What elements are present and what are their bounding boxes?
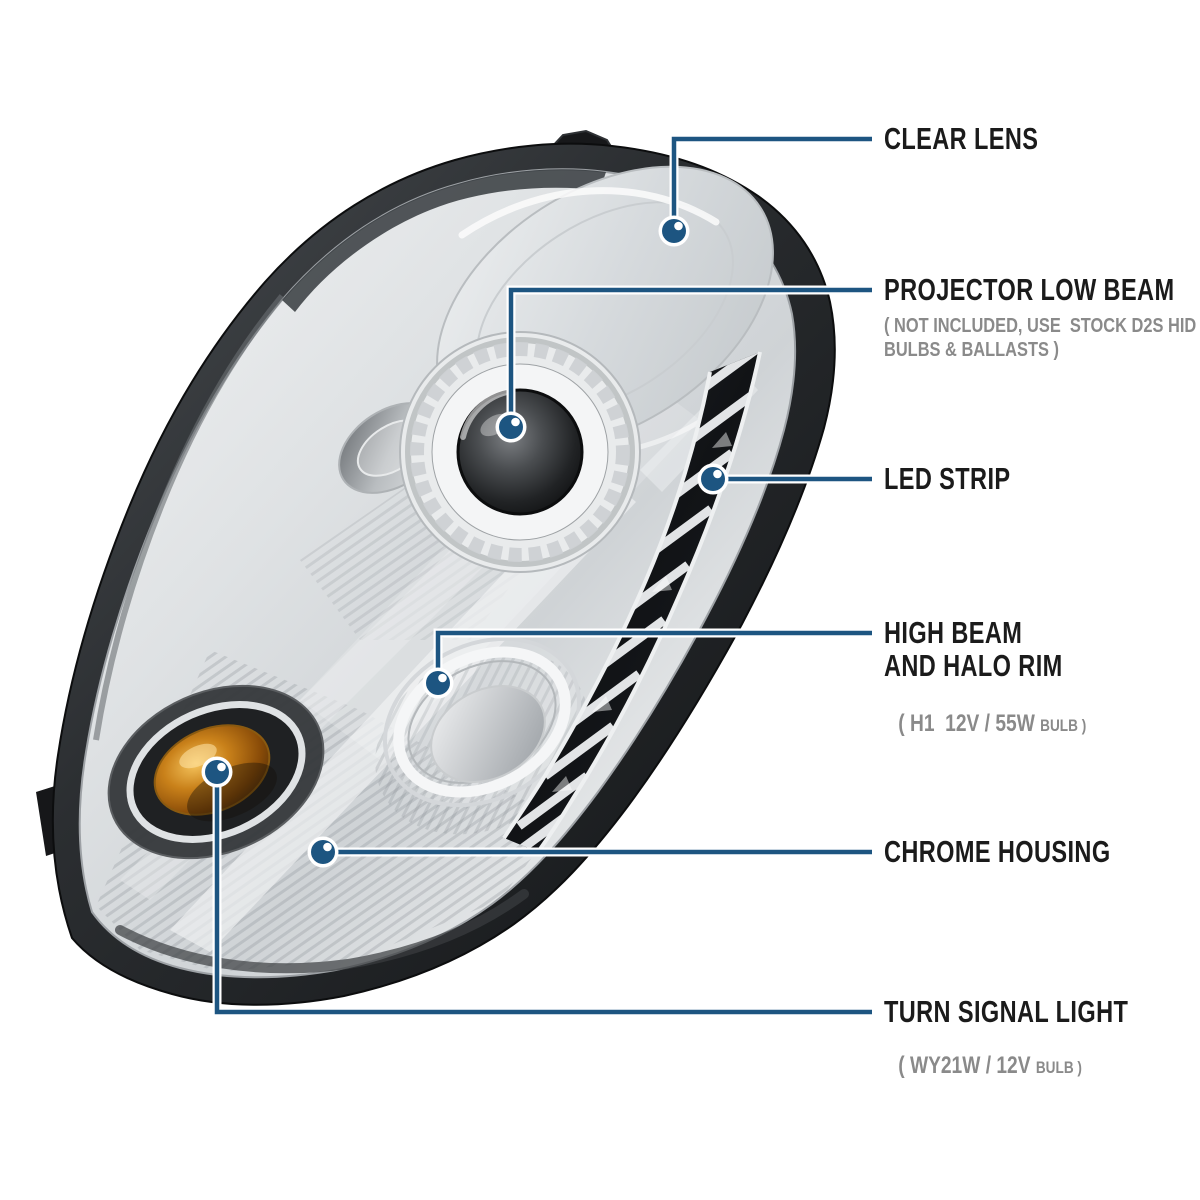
high-beam-sub: ( H1 12V / 55W BULB ) xyxy=(884,692,1086,756)
callout-marker-led-strip xyxy=(697,463,729,495)
callout-markers xyxy=(201,215,729,868)
callout-marker-high-beam xyxy=(422,667,454,699)
callout-label-projector-low-beam: PROJECTOR LOW BEAM ( NOT INCLUDED, USE S… xyxy=(884,273,1200,362)
bottom-rim-shadow xyxy=(115,889,529,974)
callout-label-clear-lens: CLEAR LENS xyxy=(884,122,1087,155)
turn-signal-title: TURN SIGNAL LIGHT xyxy=(884,994,1129,1029)
callout-marker-projector-low-beam xyxy=(495,411,527,443)
callout-label-led-strip: LED STRIP xyxy=(884,462,1050,495)
callout-marker-chrome-housing xyxy=(307,836,339,868)
projector-low-beam xyxy=(399,331,641,573)
callout-marker-turn-signal xyxy=(201,756,233,788)
callout-line-projector-low-beam xyxy=(506,285,872,427)
callout-marker-clear-lens xyxy=(658,215,690,247)
callout-leader-lines xyxy=(212,134,872,1017)
callout-line-high-beam xyxy=(433,628,872,683)
turn-signal-sub-bulb: BULB ) xyxy=(1035,1058,1082,1077)
turn-signal-sub-main: ( WY21W / 12V xyxy=(898,1052,1036,1079)
high-beam-title-line1: HIGH BEAM xyxy=(884,615,1023,650)
callout-label-high-beam: HIGH BEAM AND HALO RIM ( H1 12V / 55W BU… xyxy=(884,616,1137,756)
callout-label-chrome-housing: CHROME HOUSING xyxy=(884,835,1182,868)
left-edge-line xyxy=(93,294,285,741)
chrome-housing-title: CHROME HOUSING xyxy=(884,834,1111,869)
clear-lens-title: CLEAR LENS xyxy=(884,121,1039,156)
projector-sub-line1: ( NOT INCLUDED, USE STOCK D2S HID xyxy=(884,314,1197,337)
projector-lens xyxy=(456,388,584,516)
callout-line-clear-lens xyxy=(669,134,872,231)
high-beam-sub-main: ( H1 12V / 55W xyxy=(898,710,1041,737)
high-beam-sub-bulb: BULB ) xyxy=(1040,716,1087,735)
turn-signal-sub: ( WY21W / 12V BULB ) xyxy=(884,1034,1141,1098)
projector-title: PROJECTOR LOW BEAM xyxy=(884,272,1175,307)
high-beam-bowl xyxy=(430,685,546,783)
callout-line-turn-signal xyxy=(212,772,872,1017)
high-beam-title-line2: AND HALO RIM xyxy=(884,648,1063,683)
led-strip-title: LED STRIP xyxy=(884,461,1011,496)
inner-edge-shadow xyxy=(282,169,606,312)
projector-sub-line2: BULBS & BALLASTS ) xyxy=(884,338,1059,361)
callout-label-turn-signal: TURN SIGNAL LIGHT ( WY21W / 12V BULB ) xyxy=(884,995,1200,1098)
